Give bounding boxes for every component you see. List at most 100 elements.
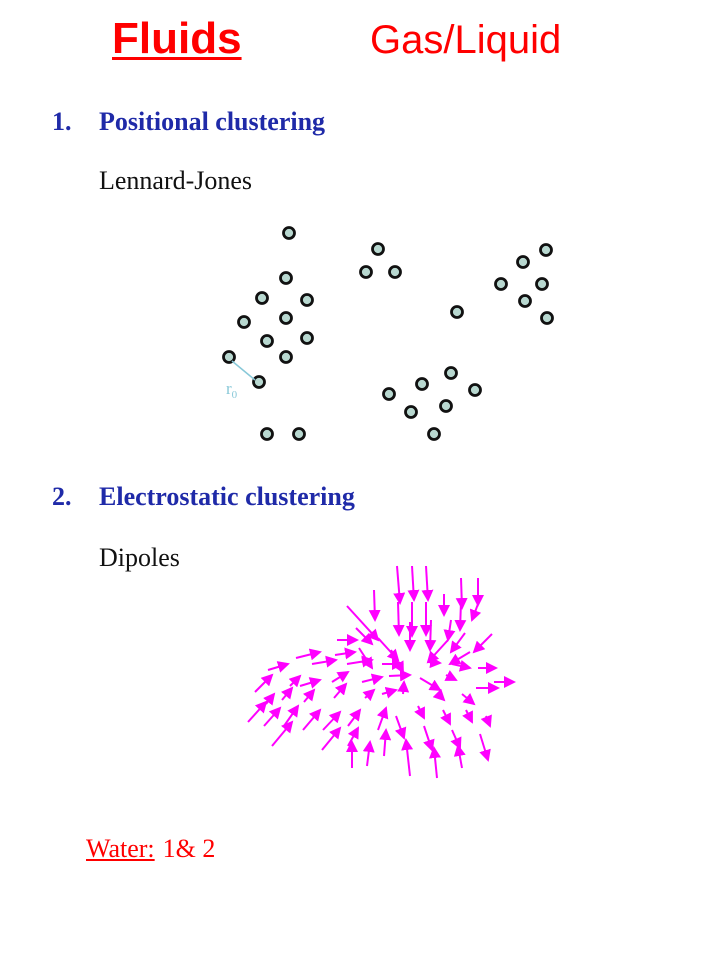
dipole-arrow: [263, 706, 282, 727]
dipole-arrow: [448, 651, 471, 666]
dipole-arrow: [453, 744, 466, 769]
particle: [279, 311, 293, 325]
dipole-arrow: [393, 565, 406, 605]
particle: [518, 294, 532, 308]
dipole-arrow: [247, 700, 268, 723]
particle: [222, 350, 236, 364]
item-2-heading: 2. Electrostatic clustering: [52, 482, 355, 512]
dipole-arrow: [480, 714, 492, 728]
particle: [388, 265, 402, 279]
dipole-arrow: [267, 661, 290, 673]
dipole-arrow: [421, 565, 434, 602]
dipole-arrow: [461, 692, 476, 706]
particle: [300, 331, 314, 345]
dipole-arrow: [263, 692, 276, 706]
slide-subtitle: Gas/Liquid: [370, 18, 562, 62]
dipole-arrow: [479, 733, 491, 762]
particle: [494, 277, 508, 291]
slide-title: Fluids: [112, 14, 242, 63]
dipole-arrow: [462, 709, 473, 724]
dipole-arrow: [295, 648, 322, 661]
particle: [535, 277, 549, 291]
particle: [404, 405, 418, 419]
dipole-arrow: [288, 674, 302, 688]
particle: [292, 427, 306, 441]
r0-distance-marker: r0: [226, 360, 256, 401]
dipole-arrow: [271, 720, 294, 747]
dipole-arrow: [472, 633, 493, 654]
particle: [450, 305, 464, 319]
title-row: Fluids Gas/Liquid: [0, 14, 720, 74]
dipole-arrow: [443, 619, 456, 642]
particle: [282, 226, 296, 240]
particle: [260, 334, 274, 348]
item-1-model: Lennard-Jones: [99, 166, 253, 195]
dipole-arrow: [302, 688, 316, 703]
dipole-arrow: [449, 632, 466, 654]
dipole-arrow: [376, 706, 389, 731]
particle: [468, 383, 482, 397]
particle: [237, 315, 251, 329]
dipole-arrow: [451, 659, 472, 672]
dipole-arrow: [469, 603, 482, 622]
particle: [427, 427, 441, 441]
footer-note: Water:1& 2: [86, 834, 215, 864]
item-1-heading: 1. Positional clustering: [52, 107, 325, 137]
item-2-model: Dipoles: [99, 543, 180, 572]
dipole-arrow: [394, 715, 407, 740]
dipole-arrow: [440, 709, 451, 726]
dipole-arrow: [361, 673, 384, 686]
dipole-arrow: [424, 619, 437, 652]
dipole-arrow: [390, 649, 404, 674]
particle: [516, 255, 530, 269]
footer-label: Water:: [86, 834, 155, 863]
dipole-arrow: [368, 589, 381, 622]
dipole-arrow: [302, 708, 322, 731]
dipole-arrow: [381, 686, 398, 699]
particle: [252, 375, 266, 389]
lennard-jones-particles: [222, 226, 554, 441]
dipole-arrow: [299, 677, 322, 689]
dipole-arrow: [355, 627, 374, 646]
dipole-arrow: [432, 688, 446, 702]
r0-distance-line: [231, 360, 256, 381]
particle: [540, 311, 554, 325]
dipole-arrow: [454, 601, 467, 632]
dipole-arrow: [362, 688, 376, 702]
dipole-arrow: [346, 655, 374, 668]
item-2-heading-text: Electrostatic clustering: [99, 482, 355, 511]
particle: [255, 291, 269, 305]
footer-value: 1& 2: [162, 834, 216, 863]
dipole-arrow: [347, 708, 362, 727]
dipole-arrow: [450, 729, 462, 750]
dipole-arrow: [362, 740, 375, 767]
dipole-arrow: [322, 710, 342, 731]
particle: [539, 243, 553, 257]
dipole-arrow: [379, 728, 392, 757]
dipole-arrow: [254, 673, 274, 693]
dipole-arrow: [407, 565, 420, 602]
dipole-arrows: [247, 565, 516, 779]
particle: [260, 427, 274, 441]
dipole-arrow: [334, 647, 357, 660]
item-1-number: 1.: [52, 107, 72, 136]
particle: [439, 399, 453, 413]
dipole-arrow: [414, 705, 425, 720]
particle: [279, 350, 293, 364]
dipole-arrow: [397, 680, 410, 695]
particle: [279, 271, 293, 285]
item-1-heading-text: Positional clustering: [99, 107, 326, 136]
particle: [300, 293, 314, 307]
particle: [444, 366, 458, 380]
dipole-arrow: [333, 682, 348, 699]
dipole-arrow: [444, 670, 458, 681]
dipole-arrow: [429, 746, 441, 779]
dipole-arrow: [392, 601, 405, 637]
dipole-arrow: [401, 738, 414, 777]
particle: [415, 377, 429, 391]
dipole-arrow: [331, 670, 350, 683]
particle: [382, 387, 396, 401]
dipole-arrow: [427, 656, 442, 669]
dipole-arrow: [311, 655, 338, 668]
item-2-number: 2.: [52, 482, 72, 511]
